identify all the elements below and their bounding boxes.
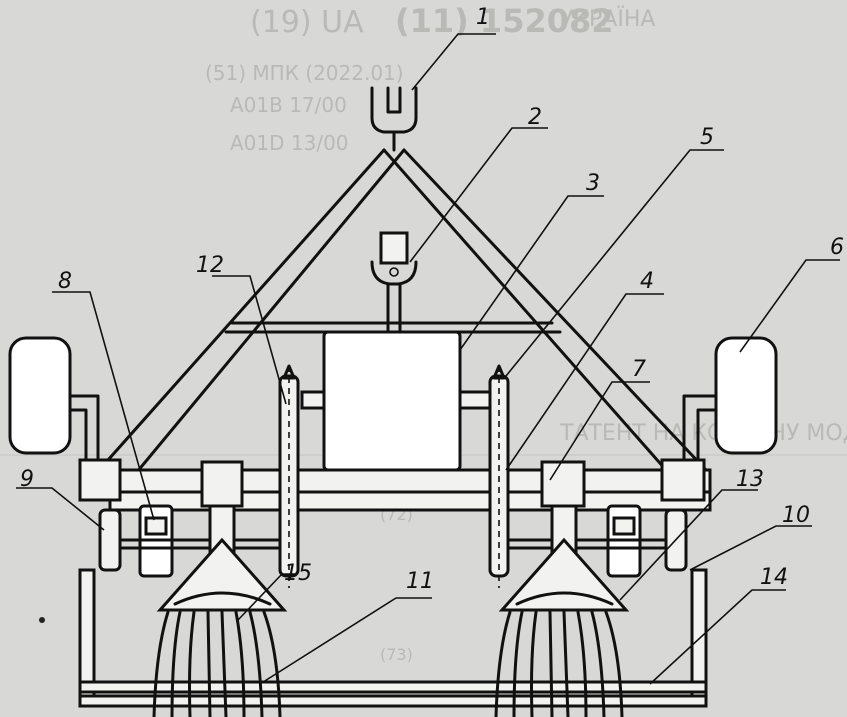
callout-8: 8 — [58, 269, 72, 294]
callout-11: 11 — [406, 569, 434, 594]
callout-9: 9 — [20, 467, 34, 492]
bg-line-1: (51) МПК (2022.01) — [205, 61, 404, 85]
rotor-right-ring — [515, 591, 614, 606]
chain-left — [278, 364, 300, 588]
wheel-right-assembly — [660, 336, 778, 502]
bg-country-code: (19) UA — [250, 5, 364, 40]
a-frame-left-outer — [90, 148, 386, 480]
rotor-left-clamp — [200, 460, 244, 508]
upper-link-tube — [379, 231, 409, 265]
chain-right — [488, 364, 510, 588]
main-beam-upper — [108, 468, 712, 494]
rotor-right-clamp — [540, 460, 586, 508]
wheel-right — [714, 336, 778, 455]
rotor-left-tines — [152, 610, 282, 717]
upper-link — [370, 231, 418, 334]
rotor-right-tines — [494, 610, 624, 717]
lower-bar-lower — [78, 694, 708, 708]
clevis-pin — [389, 267, 399, 277]
rotor-left-cone — [156, 537, 288, 612]
chain-left-top — [282, 364, 296, 380]
chain-right-top — [492, 364, 506, 380]
lower-bar-upper — [78, 680, 708, 694]
bg-title-fragment: ТАТЕНТ НА КОРИСНУ МОДЕЛЬ — [559, 421, 847, 446]
callout-1: 1 — [476, 5, 490, 30]
gearbox-housing — [322, 330, 462, 472]
callout-3: 3 — [586, 171, 600, 196]
callout-5: 5 — [700, 125, 714, 150]
hitch-fork — [370, 86, 418, 134]
pulley-left — [98, 508, 122, 572]
gearbox-shaft-left — [300, 390, 326, 410]
rotor-right-cone — [498, 537, 630, 612]
hitch-fork-slot — [386, 86, 402, 114]
wheel-left — [8, 336, 72, 455]
wheel-right-bracket — [682, 394, 718, 472]
a-frame-left-inner — [130, 148, 406, 480]
a-frame-right-inner — [382, 148, 668, 472]
upper-link-clevis — [370, 260, 418, 286]
bg-patent-number: (11) 152082 — [395, 2, 614, 40]
leader-lines — [16, 33, 840, 685]
bg-country: УКРАЇНА — [560, 6, 655, 32]
ink-dot — [39, 617, 45, 623]
bg-code-73: (73) — [380, 645, 413, 664]
wheel-left-clamp — [78, 458, 122, 502]
rotor-left — [152, 537, 288, 717]
wheel-left-bracket — [68, 394, 100, 472]
bearing-left-insert — [144, 516, 168, 536]
callout-12: 12 — [196, 253, 224, 278]
callout-7: 7 — [632, 357, 646, 382]
callout-15: 15 — [284, 561, 312, 586]
callout-14: 14 — [760, 565, 788, 590]
wheel-right-clamp — [660, 458, 706, 502]
rotor-right — [494, 537, 630, 717]
bg-line-3: A01D 13/00 — [230, 131, 349, 155]
callout-6: 6 — [830, 235, 844, 260]
rotor-left-ring — [173, 591, 272, 606]
bearing-right-insert — [612, 516, 636, 536]
callout-4: 4 — [640, 269, 654, 294]
callout-13: 13 — [736, 467, 764, 492]
callout-labels: 1 2 3 4 5 6 7 8 9 10 11 12 13 14 15 — [20, 5, 844, 594]
callout-10: 10 — [782, 503, 810, 528]
background-text: (19) UA (11) 152082 УКРАЇНА (51) МПК (20… — [0, 2, 847, 664]
bg-line-2: A01B 17/00 — [230, 93, 347, 117]
callout-2: 2 — [528, 105, 542, 130]
wheel-left-assembly — [8, 336, 122, 502]
